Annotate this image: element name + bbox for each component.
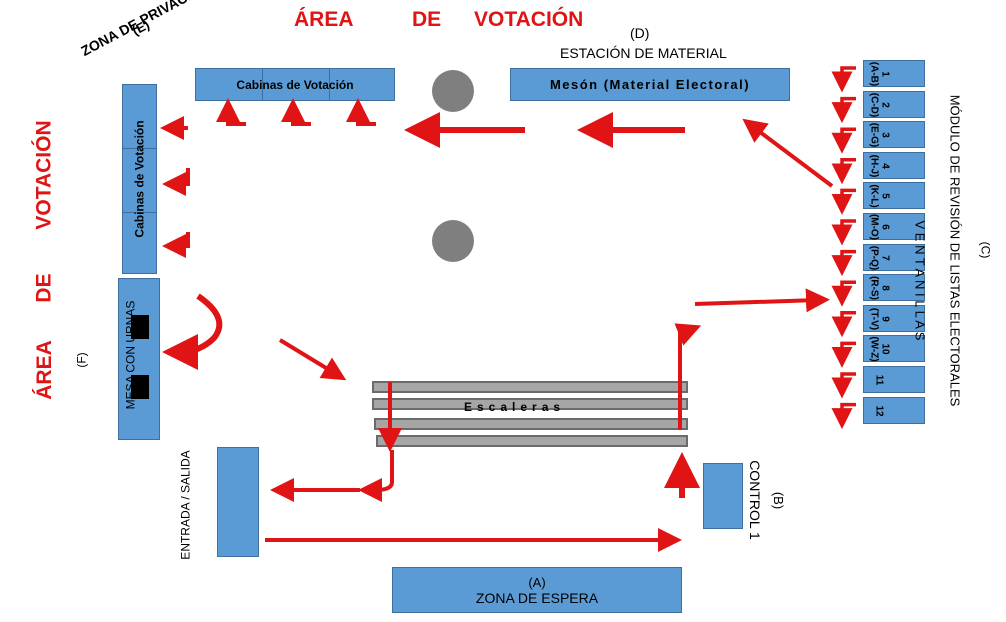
- window-range: (K-L): [868, 184, 880, 209]
- control-letter: (B): [771, 491, 787, 509]
- window-1: 1(A-B): [863, 60, 925, 87]
- arrow-window-4: [831, 158, 856, 185]
- control-label: CONTROL 1: [747, 460, 764, 540]
- window-3: 3(E-G): [863, 121, 925, 149]
- top-title-area: ÁREA: [294, 8, 354, 31]
- arrow-window-1: [831, 66, 856, 93]
- arrow-windows-to-material: [742, 118, 834, 188]
- windows-word-wrap: V E N T A N I L L A S: [900, 180, 940, 380]
- stair-step-3: [374, 418, 688, 430]
- window-number: 7: [879, 254, 891, 261]
- stair-step-1: [372, 381, 688, 393]
- arrow-to-windows: [694, 288, 830, 313]
- window-range: (T-V): [868, 307, 880, 330]
- material-table-label: Mesón (Material Electoral): [549, 77, 751, 92]
- window-4: 4(H-J): [863, 151, 925, 179]
- window-range: (A-B): [868, 61, 880, 87]
- arrow-window-7: [831, 249, 856, 277]
- window-number: 12: [874, 405, 885, 417]
- arrow-up-to-windows: [674, 323, 702, 430]
- review-module-label: MÓDULO DE REVISIÓN DE LISTAS ELECTORALES: [947, 94, 963, 406]
- arrow-curve-to-urns: [162, 293, 223, 370]
- top-booths-label: Cabinas de Votación: [236, 77, 354, 92]
- arrow-window-9: [831, 311, 856, 338]
- left-booths: Cabinas de Votación: [122, 84, 157, 274]
- ballot-box-2: [131, 375, 149, 399]
- arrow-window-6: [831, 219, 856, 246]
- arrow-diagonal-to-stairs: [278, 338, 347, 381]
- window-number: 1: [879, 71, 891, 77]
- window-number: 3: [879, 132, 891, 138]
- window-number: 11: [874, 374, 885, 386]
- control-box: [703, 463, 743, 529]
- window-11: 11: [863, 366, 925, 393]
- window-7: 7(P-Q): [863, 243, 925, 271]
- window-number: 5: [879, 193, 891, 200]
- window-8: 8(R-S): [863, 274, 925, 302]
- left-booths-label: Cabinas de Votación: [132, 120, 147, 238]
- window-number: 6: [879, 224, 891, 230]
- window-6: 6(M-O): [863, 213, 925, 240]
- arrow-window-11: [831, 372, 856, 399]
- arrow-window-10: [831, 341, 856, 368]
- window-range: (M-O): [868, 213, 880, 241]
- left-title-votacion-wrap: VOTACIÓN: [0, 120, 90, 230]
- entrance-label: ENTRADA / SALIDA: [179, 450, 193, 560]
- ballot-box-1: [131, 315, 149, 339]
- window-range: (R-S): [868, 276, 880, 301]
- window-number: 4: [879, 163, 891, 169]
- control-letter-wrap: (B): [764, 480, 794, 520]
- waiting-zone-letter: (A): [528, 574, 546, 590]
- window-number: 9: [879, 316, 891, 322]
- arrow-exit-curve: [358, 450, 394, 502]
- review-module-letter-wrap: (C): [965, 230, 1005, 270]
- window-range: (W-Z): [868, 336, 880, 363]
- window-5: 5(K-L): [863, 182, 925, 210]
- stair-step-4: [376, 435, 688, 447]
- review-module-letter: (C): [977, 241, 992, 259]
- window-range: (E-G): [868, 122, 880, 148]
- arrow-window-5: [831, 188, 856, 215]
- left-title-de: DE: [33, 273, 56, 303]
- ballot-table: [118, 278, 160, 440]
- window-range: (P-Q): [868, 245, 880, 270]
- ballot-table-label: MESA CON URNAS: [123, 300, 137, 410]
- pillar-middle: [432, 220, 474, 262]
- top-title-de: DE: [412, 8, 442, 31]
- pillar-top: [432, 70, 474, 112]
- arrow-booth-left-3: [162, 232, 190, 258]
- arrow-window-12: [831, 402, 856, 430]
- window-number: 8: [879, 285, 891, 291]
- windows-word: V E N T A N I L L A S: [912, 220, 928, 340]
- arrow-booth-top-1: [216, 98, 246, 126]
- arrow-window-3: [831, 127, 856, 154]
- arrow-window-2: [831, 96, 856, 124]
- material-station-letter: (D): [630, 25, 650, 41]
- window-10: 10(W-Z): [863, 335, 925, 363]
- left-title-votacion: VOTACIÓN: [33, 120, 56, 230]
- stairs-label: Escaleras: [464, 400, 566, 414]
- top-title-votacion: VOTACIÓN: [474, 8, 584, 31]
- window-range: (H-J): [868, 154, 880, 178]
- arrow-booth-top-2: [281, 98, 311, 126]
- ballot-table-label-wrap: MESA CON URNAS: [46, 301, 156, 410]
- entrance: [217, 447, 259, 557]
- window-number: 2: [879, 101, 891, 108]
- window-2: 2(C-D): [863, 90, 925, 118]
- left-title-de-wrap: DE: [0, 268, 90, 308]
- top-booths: Cabinas de Votación: [195, 68, 395, 101]
- material-station-label: ESTACIÓN DE MATERIAL: [560, 45, 727, 61]
- window-range: (C-D): [868, 92, 880, 117]
- material-table: Mesón (Material Electoral): [510, 68, 790, 101]
- arrow-booth-top-3: [346, 98, 376, 126]
- arrow-booth-left-2: [162, 168, 190, 196]
- waiting-zone-label: ZONA DE ESPERA: [475, 589, 599, 606]
- arrow-window-8: [831, 280, 856, 307]
- window-9: 9(T-V): [863, 304, 925, 332]
- entrance-label-wrap: ENTRADA / SALIDA: [160, 440, 250, 570]
- waiting-zone: (A) ZONA DE ESPERA: [392, 567, 682, 613]
- window-12: 12: [863, 396, 925, 424]
- window-number: 10: [879, 343, 891, 355]
